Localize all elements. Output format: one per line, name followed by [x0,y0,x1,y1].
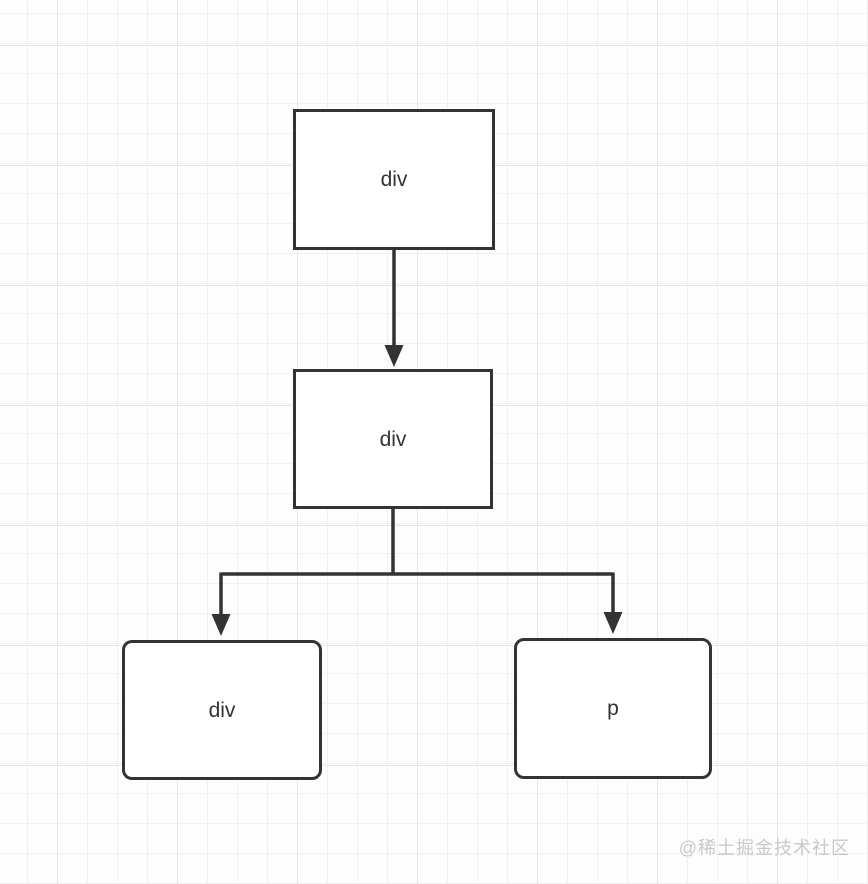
arrowhead-icon [603,612,623,634]
arrowhead-icon [211,614,231,636]
diagram-node-bottom-right-p: p [514,638,712,779]
node-label: div [379,427,407,451]
arrowhead-icon [384,345,404,367]
node-label: div [380,168,408,191]
diagram-node-top-div: div [293,109,495,250]
edge-middle-to-children [211,509,623,636]
watermark: @稀土掘金技术社区 [678,838,850,858]
diagram-node-middle-div: div [293,369,493,509]
edge-top-to-middle [384,250,404,367]
node-label: p [607,697,619,720]
node-label: div [208,698,236,722]
diagram-node-bottom-left-div: div [122,640,322,780]
